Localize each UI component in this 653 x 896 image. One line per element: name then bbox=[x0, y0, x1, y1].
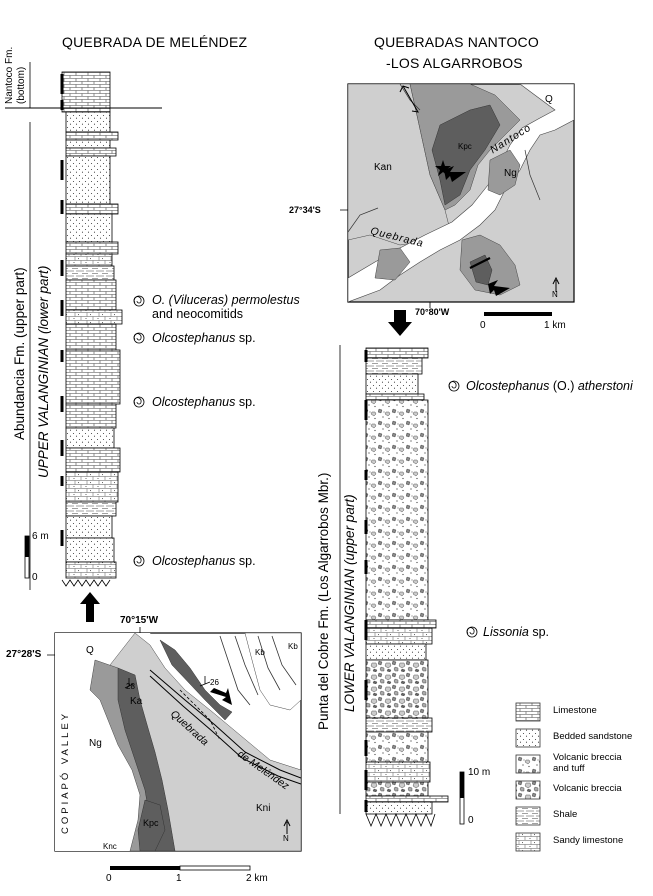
legend-item-breccia-tuff: Volcanic breccia and tuff bbox=[553, 752, 622, 774]
right-down-arrow bbox=[388, 310, 412, 336]
left-map bbox=[47, 627, 302, 871]
map-unit-kb-2: Kb bbox=[288, 642, 298, 651]
right-scale-top-label: 10 m bbox=[468, 767, 491, 778]
left-scale-bottom-label: 0 bbox=[32, 572, 38, 583]
left-scale-top-label: 6 m bbox=[32, 531, 49, 542]
right-section-title-1: QUEBRADAS NANTOCO bbox=[374, 34, 539, 50]
right-map-scale-0: 0 bbox=[480, 320, 486, 331]
dip-value-2: 26 bbox=[210, 678, 219, 687]
left-section-title: QUEBRADA DE MELÉNDEZ bbox=[62, 34, 248, 50]
map-unit-kni: Kni bbox=[256, 803, 271, 814]
fossil-label-olcostephanus-1: Olcostephanus sp. bbox=[152, 331, 256, 345]
right-map-north-label: N bbox=[552, 290, 558, 299]
right-age-label: LOWER VALANGINIAN (upper part) bbox=[342, 494, 357, 712]
left-map-north-label: N bbox=[283, 834, 289, 843]
right-formation-label: Punta del Cobre Fm. (Los Algarrobos Mbr.… bbox=[316, 472, 331, 730]
left-map-scale-2: 2 km bbox=[246, 873, 268, 884]
left-stratigraphic-column bbox=[5, 62, 162, 590]
left-age-label: UPPER VALANGINIAN (lower part) bbox=[36, 265, 51, 478]
nantoco-label-line1: Nantoco Fm. bbox=[4, 46, 15, 104]
ammonite-icon bbox=[133, 295, 478, 638]
fossil-label-olcostephanus-2: Olcostephanus sp. bbox=[152, 395, 256, 409]
right-stratigraphic-column bbox=[339, 345, 465, 828]
left-map-scale-0: 0 bbox=[106, 873, 112, 884]
map-unit-knc: Knc bbox=[103, 842, 117, 851]
fossil-label-olcostephanus-3: Olcostephanus sp. bbox=[152, 554, 256, 568]
legend-swatches bbox=[515, 702, 541, 852]
map-unit-q-right: Q bbox=[545, 94, 553, 105]
map-unit-ka: Ka bbox=[130, 696, 143, 707]
left-map-latitude: 27°28'S bbox=[6, 649, 42, 660]
dip-value-1: 28 bbox=[126, 682, 135, 691]
right-map-latitude: 27°34'S bbox=[289, 205, 321, 215]
map-unit-kpc-right: Kpc bbox=[458, 142, 472, 151]
left-up-arrow bbox=[80, 592, 100, 622]
left-map-scale-1: 1 bbox=[176, 873, 182, 884]
right-map bbox=[340, 83, 575, 316]
right-section-title-2: -LOS ALGARROBOS bbox=[386, 55, 523, 71]
map-unit-kb-1: Kb bbox=[255, 648, 265, 657]
fossil-label-lissonia: Lissonia sp. bbox=[483, 625, 550, 639]
fossil-label-atherstoni: Olcostephanus (O.) atherstoni bbox=[466, 379, 633, 393]
map-unit-ng-right: Ng bbox=[504, 168, 517, 179]
map-unit-kpc-left: Kpc bbox=[143, 818, 159, 828]
right-map-longitude: 70°80'W bbox=[415, 307, 450, 317]
left-map-longitude: 70°15'W bbox=[120, 615, 159, 626]
map-unit-q-left: Q bbox=[86, 645, 94, 656]
right-map-scale-1: 1 km bbox=[544, 320, 566, 331]
copiapo-valley-label: COPIAPÓ VALLEY bbox=[60, 710, 71, 834]
nantoco-label-line2: (bottom) bbox=[16, 66, 27, 104]
right-scale-bottom-label: 0 bbox=[468, 815, 474, 826]
map-unit-ng-left: Ng bbox=[89, 738, 102, 749]
map-unit-kan: Kan bbox=[374, 162, 392, 173]
left-formation-label: Abundancia Fm. (upper part) bbox=[12, 267, 27, 440]
